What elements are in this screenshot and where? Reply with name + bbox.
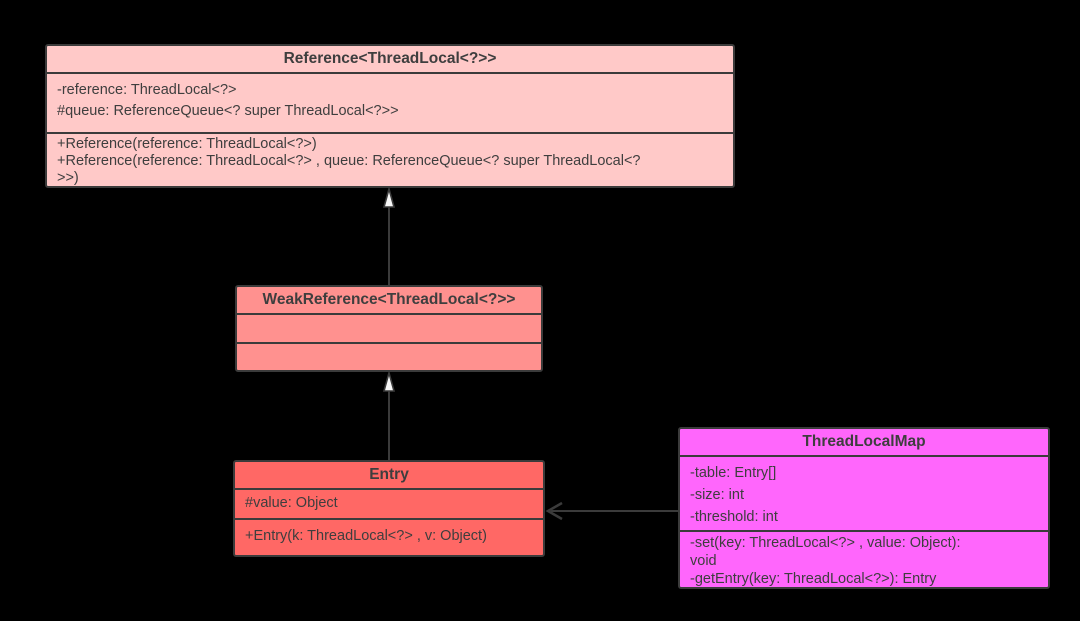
open-arrowhead-icon — [545, 501, 563, 521]
attribute-line: -size: int — [690, 487, 744, 503]
hollow-triangle-arrowhead-icon — [382, 370, 396, 392]
class-methods-compartment: -set(key: ThreadLocal<?> , value: Object… — [680, 529, 1048, 587]
class-box-entry: Entry #value: Object +Entry(k: ThreadLoc… — [233, 460, 545, 557]
class-box-threadlocalmap: ThreadLocalMap -table: Entry[] -size: in… — [678, 427, 1050, 589]
class-title: Reference<ThreadLocal<?>> — [283, 50, 497, 67]
generalization-arrow-weakreference-to-reference — [382, 186, 396, 286]
class-box-weakreference: WeakReference<ThreadLocal<?>> — [235, 285, 543, 372]
class-title: Entry — [369, 466, 409, 483]
class-methods-compartment-empty — [237, 342, 541, 370]
class-methods-compartment: +Entry(k: ThreadLocal<?> , v: Object) — [235, 518, 543, 555]
method-line: +Reference(reference: ThreadLocal<?>) — [57, 135, 317, 152]
class-box-reference: Reference<ThreadLocal<?>> -reference: Th… — [45, 44, 735, 188]
generalization-arrow-entry-to-weakreference — [382, 370, 396, 461]
class-attributes-compartment: -reference: ThreadLocal<?> #queue: Refer… — [47, 72, 733, 132]
class-title: ThreadLocalMap — [802, 433, 926, 450]
method-line: +Entry(k: ThreadLocal<?> , v: Object) — [245, 528, 487, 544]
method-line: void — [690, 552, 717, 569]
method-line: -getEntry(key: ThreadLocal<?>): Entry — [690, 570, 937, 587]
class-attributes-compartment-empty — [237, 313, 541, 342]
hollow-triangle-arrowhead-icon — [382, 186, 396, 208]
class-title: WeakReference<ThreadLocal<?>> — [262, 291, 516, 308]
association-arrow-threadlocalmap-to-entry — [545, 501, 678, 521]
attribute-line: -reference: ThreadLocal<?> — [57, 82, 237, 98]
class-attributes-compartment: #value: Object — [235, 488, 543, 518]
attribute-line: #value: Object — [245, 495, 338, 511]
method-line: +Reference(reference: ThreadLocal<?> , q… — [57, 152, 641, 169]
class-attributes-compartment: -table: Entry[] -size: int -threshold: i… — [680, 455, 1048, 530]
attribute-line: #queue: ReferenceQueue<? super ThreadLoc… — [57, 103, 399, 119]
attribute-line: -threshold: int — [690, 509, 778, 525]
attribute-line: -table: Entry[] — [690, 465, 777, 481]
method-line: >>) — [57, 169, 79, 186]
class-methods-compartment: +Reference(reference: ThreadLocal<?>) +R… — [47, 131, 733, 187]
method-line: -set(key: ThreadLocal<?> , value: Object… — [690, 534, 961, 551]
